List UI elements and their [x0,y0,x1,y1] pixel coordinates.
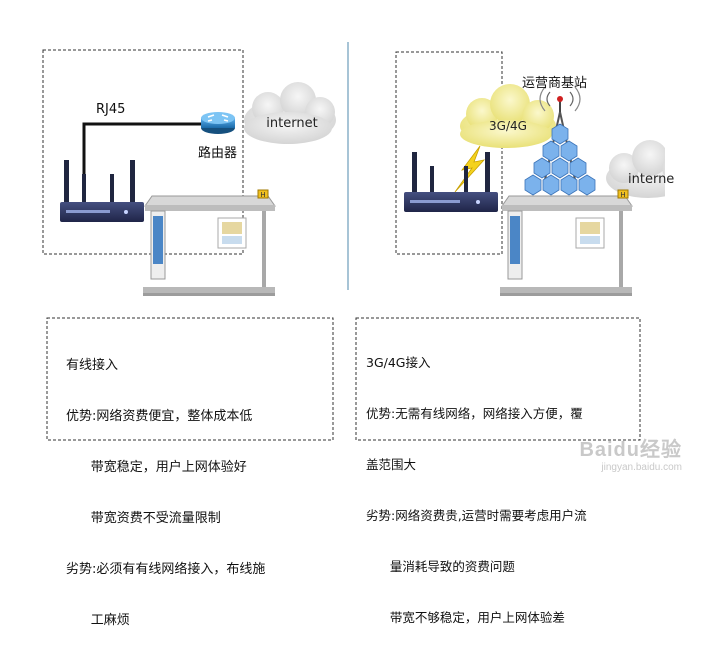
internet-cloud-right-label: interne [628,172,674,187]
diagram-canvas: H RJ45 路由器 internet [42,42,718,441]
left-description-line-3: 带宽资费不受流量限制 [66,511,221,526]
wireless-device-icon [60,160,144,222]
right-description: 3G/4G接入 优势:无需有线网络，网络接入方便，覆 盖范围大 劣势:网络资费贵… [366,320,587,643]
left-description-line-5: 工麻烦 [66,613,130,628]
left-scene: H RJ45 路由器 internet [42,49,336,296]
kiosk-right: H [500,189,633,296]
watermark-main: Baidu经验 [579,439,682,461]
right-description-line-4: 量消耗导致的资费问题 [366,559,515,574]
left-description-box [46,317,334,441]
router-icon [201,112,235,134]
left-description-title: 有线接入 [66,358,119,373]
right-description-line-3: 劣势:网络资费贵,运营时需要考虑用户流 [366,508,587,523]
rj45-cable [82,122,212,202]
watermark: Baidu经验 jingyan.baidu.com [579,433,682,473]
right-enclosure-box [395,51,503,255]
right-description-line-2: 盖范围大 [366,457,417,472]
right-scene: H 3G/4G 运营商基站 interne [395,51,718,296]
rj45-label: RJ45 [96,102,125,117]
right-description-line-5: 带宽不够稳定，用户上网体验差 [366,610,565,625]
base-station-icon [524,86,596,196]
left-description-line-1: 优势:网络资费便宜，整体成本低 [66,409,253,424]
kiosk-left: H [143,189,276,296]
left-description-line-2: 带宽稳定，用户上网体验好 [66,460,247,475]
left-description-line-4: 劣势:必须有有线网络接入，布线施 [66,562,266,577]
kiosk-tag-left: H [260,191,265,199]
mobile-network-cloud [460,84,556,148]
watermark-sub: jingyan.baidu.com [601,462,682,473]
router-label: 路由器 [198,145,237,161]
mobile-network-label: 3G/4G [489,119,527,133]
right-description-box [355,317,641,441]
kiosk-tag-right: H [620,191,625,199]
internet-cloud [244,82,336,144]
lightning-icon [454,145,486,193]
right-description-line-1: 优势:无需有线网络，网络接入方便，覆 [366,406,583,421]
left-enclosure-box [42,49,244,255]
right-description-title: 3G/4G接入 [366,355,431,370]
base-station-label: 运营商基站 [522,76,587,91]
internet-cloud-label: internet [266,116,317,131]
wireless-device-icon-right [404,152,498,212]
left-description: 有线接入 优势:网络资费便宜，整体成本低 带宽稳定，用户上网体验好 带宽资费不受… [66,323,265,646]
